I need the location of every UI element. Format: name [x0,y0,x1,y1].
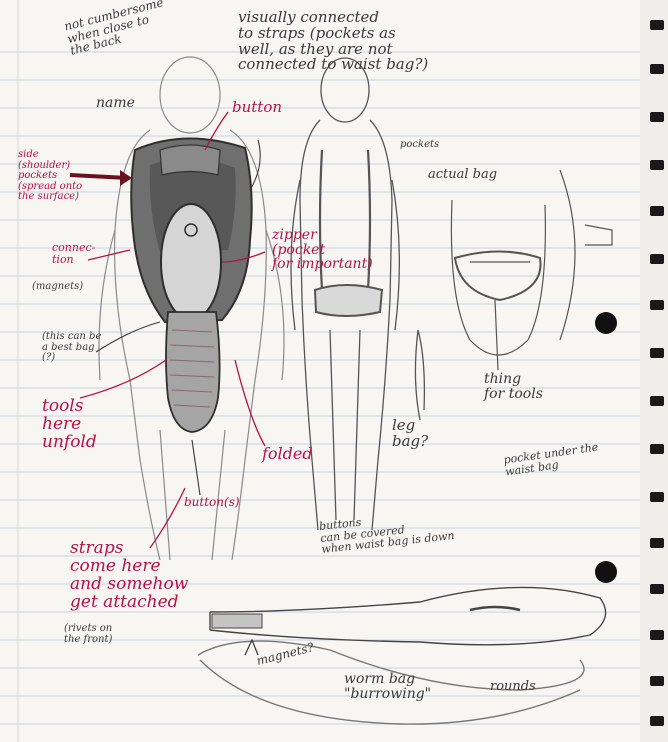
note-visually-connected: visually connected to straps (pockets as… [238,10,428,73]
note-connection: connec- tion [52,242,95,265]
note-buttons-small: button(s) [184,496,240,509]
note-tools: tools here unfold [42,398,97,452]
note-name: name [96,96,135,111]
note-best-bag: (this can be a best bag (?) [42,332,101,364]
note-zipper: zipper (pocket for important) [272,228,373,272]
note-rivets: (rivets on the front) [64,624,112,645]
note-worm-bag: worm bag "burrowing" [344,672,431,701]
note-rounds: rounds [490,680,536,694]
note-thing-for-tools: thing for tools [484,372,543,401]
zipper-oval [161,204,221,320]
note-folded: folded [262,446,313,463]
punch-hole [595,561,617,583]
note-straps: straps come here and somehow get attache… [70,540,188,611]
note-actual-bag: actual bag [428,168,497,182]
note-leg-bag: leg bag? [392,418,428,450]
note-side-pockets: side (shoulder) pockets (spread onto the… [18,150,82,203]
note-button: button [232,100,282,116]
note-pockets: pockets [400,140,439,151]
punch-hole [595,312,617,334]
note-magnets-left: (magnets) [32,282,83,293]
